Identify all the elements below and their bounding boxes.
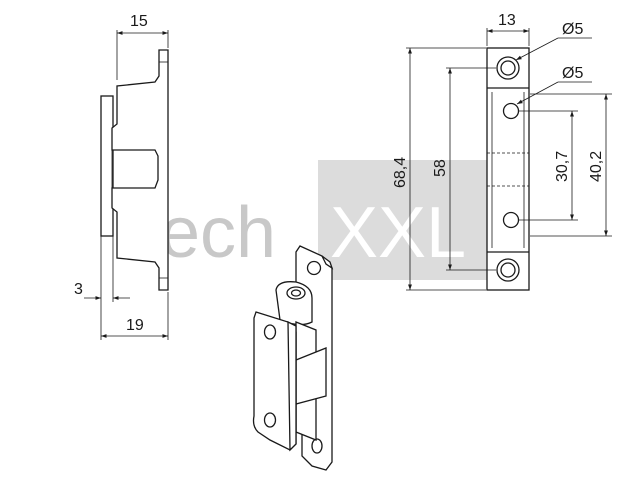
leader-hole-inner <box>516 81 559 105</box>
dim-label-3: 3 <box>74 281 83 298</box>
isometric-view <box>252 245 334 471</box>
dim-label-hole-inner: Ø5 <box>562 65 583 82</box>
watermark-text-right: XXL <box>330 193 466 273</box>
dim-label-40-2: 40,2 <box>588 151 605 182</box>
iso-back-plate-edge <box>321 255 334 270</box>
side-back-plate <box>100 95 114 237</box>
front-hole-upper <box>502 102 520 120</box>
iso-back-hole-bottom <box>311 438 323 454</box>
side-body-outline <box>111 49 169 291</box>
iso-back-hole-top <box>306 260 322 276</box>
dim-label-13: 13 <box>498 12 516 29</box>
iso-front-hole-top <box>263 324 277 340</box>
dim-label-15: 15 <box>130 13 148 30</box>
iso-front-hole-bottom <box>263 412 277 428</box>
dim-label-58: 58 <box>432 159 449 177</box>
dim-label-68-4: 68,4 <box>392 157 409 188</box>
side-view: 15 3 19 <box>74 13 169 340</box>
watermark-box <box>318 160 518 280</box>
watermark: Tech XXL <box>124 160 518 280</box>
front-view: 13 Ø5 Ø5 68,4 58 30,7 40,2 <box>392 12 612 291</box>
leader-hole-top <box>515 37 559 61</box>
front-mount-hole-bottom <box>500 262 516 278</box>
dim-label-19: 19 <box>126 317 144 334</box>
front-outline <box>486 47 530 291</box>
front-hole-lower <box>502 211 520 229</box>
iso-front-plate-edge <box>287 320 297 452</box>
iso-knuckle-bore-inner <box>290 289 302 297</box>
dim-label-30-7: 30,7 <box>554 151 571 182</box>
front-mount-hole-top <box>500 60 516 76</box>
dim-label-hole-top: Ø5 <box>562 21 583 38</box>
